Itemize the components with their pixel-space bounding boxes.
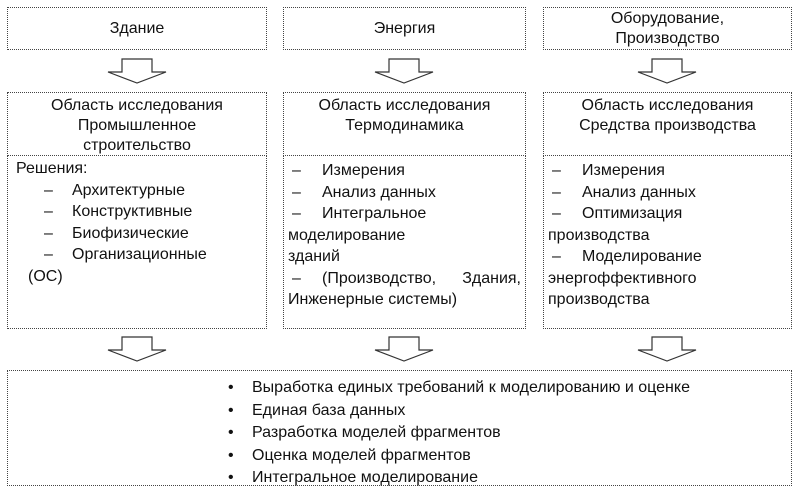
area-name: Средства производства — [579, 117, 756, 134]
summary-item: Единая база данных — [224, 400, 690, 423]
list-item: Организационные (ОС) — [28, 246, 207, 285]
area-name: строительство — [83, 137, 191, 154]
dash-icon: – — [44, 203, 53, 220]
solutions-label: Решения: — [16, 160, 88, 177]
area-box-energy: Область исследования Термодинамика — [283, 92, 526, 156]
details-box-building: Решения: –Архитектурные –Конструктивные … — [7, 155, 267, 329]
dash-icon: – — [552, 183, 561, 201]
top-box-energy: Энергия — [283, 7, 526, 50]
details-box-energy: –Измерения –Анализ данных –Интегральное … — [283, 155, 526, 329]
summary-item: Выработка единых требований к моделирова… — [224, 377, 690, 400]
down-arrow-icon — [373, 58, 435, 84]
dash-icon: – — [292, 162, 301, 179]
list-item: Интегральное моделирование зданий — [288, 205, 427, 265]
down-arrow-icon — [636, 58, 698, 84]
dash-icon: – — [44, 246, 53, 263]
list-item: Конструктивные — [72, 203, 193, 220]
area-title: Область исследования — [318, 97, 491, 114]
area-name: Промышленное — [77, 117, 197, 134]
dash-icon: – — [44, 181, 53, 199]
list-item: Измерения — [582, 162, 665, 179]
top-label: Здание — [109, 19, 165, 37]
top-label: Энергия — [373, 19, 436, 37]
summary-item: Интегральное моделирование — [224, 467, 690, 490]
area-box-building: Область исследования Промышленное строит… — [7, 92, 267, 156]
top-box-equipment: Оборудование, Производство — [543, 7, 792, 50]
summary-item: Разработка моделей фрагментов — [224, 422, 690, 445]
summary-box: Выработка единых требований к моделирова… — [7, 370, 792, 486]
dash-icon: – — [44, 224, 53, 242]
down-arrow-icon — [106, 58, 168, 84]
list-item: Биофизические — [72, 224, 189, 242]
top-label: Оборудование, Производство — [610, 9, 725, 47]
down-arrow-icon — [373, 336, 435, 362]
details-box-equipment: –Измерения –Анализ данных –Оптимизация п… — [543, 155, 792, 329]
dash-icon: – — [552, 248, 561, 265]
list-item: Измерения — [322, 162, 405, 179]
list-item: (Производство, Здания, Инженерные систем… — [288, 269, 521, 309]
list-item: Анализ данных — [322, 183, 436, 201]
area-box-equipment: Область исследования Средства производст… — [543, 92, 792, 156]
top-box-building: Здание — [7, 7, 267, 50]
down-arrow-icon — [106, 336, 168, 362]
down-arrow-icon — [636, 336, 698, 362]
area-name: Термодинамика — [345, 117, 464, 134]
list-item: Анализ данных — [582, 183, 696, 201]
list-item: Моделирование энергоффективного производ… — [548, 248, 702, 308]
dash-icon: – — [292, 269, 301, 287]
list-item: Архитектурные — [72, 181, 186, 199]
area-title: Область исследования — [581, 97, 754, 114]
area-title: Область исследования — [51, 97, 223, 114]
dash-icon: – — [292, 183, 301, 201]
dash-icon: – — [292, 205, 301, 222]
summary-item: Оценка моделей фрагментов — [224, 445, 690, 468]
dash-icon: – — [552, 205, 561, 222]
list-item: Оптимизация производства — [548, 205, 683, 244]
dash-icon: – — [552, 162, 561, 179]
